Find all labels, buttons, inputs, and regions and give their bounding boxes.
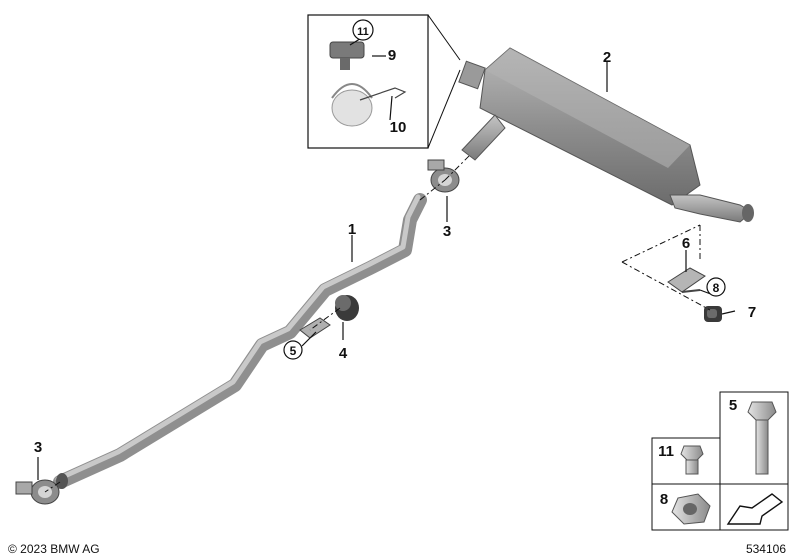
callout-2: 2: [603, 49, 611, 66]
callout-3-upper: 3: [443, 223, 451, 240]
callout-11-circled: 11: [352, 19, 374, 41]
copyright-text: © 2023 BMW AG: [8, 542, 100, 556]
callout-1: 1: [348, 221, 356, 238]
clamp-lower-part: [15, 479, 60, 505]
guide-lines: [44, 154, 711, 493]
bracket-rear-part: [667, 267, 706, 293]
legend-label-8: 8: [660, 491, 668, 508]
rear-muffler-part: [458, 47, 754, 223]
callout-8-circled: 8: [706, 277, 726, 297]
callout-6: 6: [682, 235, 690, 252]
callout-8: 8: [713, 281, 720, 295]
fastener-legend: [651, 391, 789, 531]
callout-9: 9: [388, 47, 396, 64]
clamp-upper-part: [427, 159, 460, 193]
front-pipe-part: [53, 193, 427, 489]
legend-label-11: 11: [658, 443, 674, 460]
callout-3-lower: 3: [34, 439, 42, 456]
callout-7: 7: [748, 304, 756, 321]
legend-label-5: 5: [729, 397, 737, 414]
rubber-mount-part: [335, 295, 359, 321]
callout-4: 4: [339, 345, 348, 362]
callout-5: 5: [290, 344, 297, 358]
callout-10: 10: [390, 119, 407, 136]
inset-detail-box: [307, 14, 461, 149]
rubber-mount-rear-part: [704, 306, 722, 322]
hanger-bracket-part: [299, 317, 331, 339]
callout-11: 11: [357, 26, 369, 38]
leader-lines: [37, 36, 736, 480]
diagram-number: 534106: [746, 542, 786, 556]
callout-5-circled: 5: [283, 340, 303, 360]
